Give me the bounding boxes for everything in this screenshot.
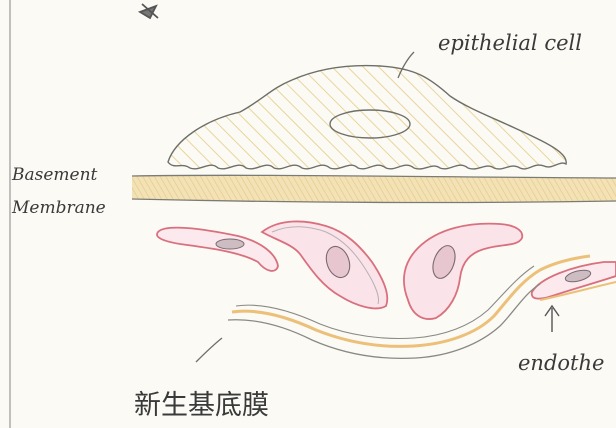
endothelial-cell-left bbox=[157, 228, 278, 271]
epithelial-cell bbox=[168, 66, 566, 169]
new-membrane-pointer-line bbox=[196, 338, 222, 362]
basement-membrane-band bbox=[132, 175, 616, 202]
label-epithelial-cell: epithelial cell bbox=[438, 31, 582, 55]
endothelial-arrow-icon bbox=[545, 306, 559, 332]
endothelial-nucleus bbox=[216, 239, 244, 249]
endothelial-cell-middle bbox=[262, 221, 387, 308]
label-endothelial: endothe bbox=[518, 351, 604, 375]
label-new-basement-membrane: 新生基底膜 bbox=[134, 390, 269, 421]
label-membrane: Membrane bbox=[11, 198, 106, 218]
arrow-mark-icon bbox=[140, 4, 158, 18]
label-basement: Basement bbox=[11, 165, 98, 185]
